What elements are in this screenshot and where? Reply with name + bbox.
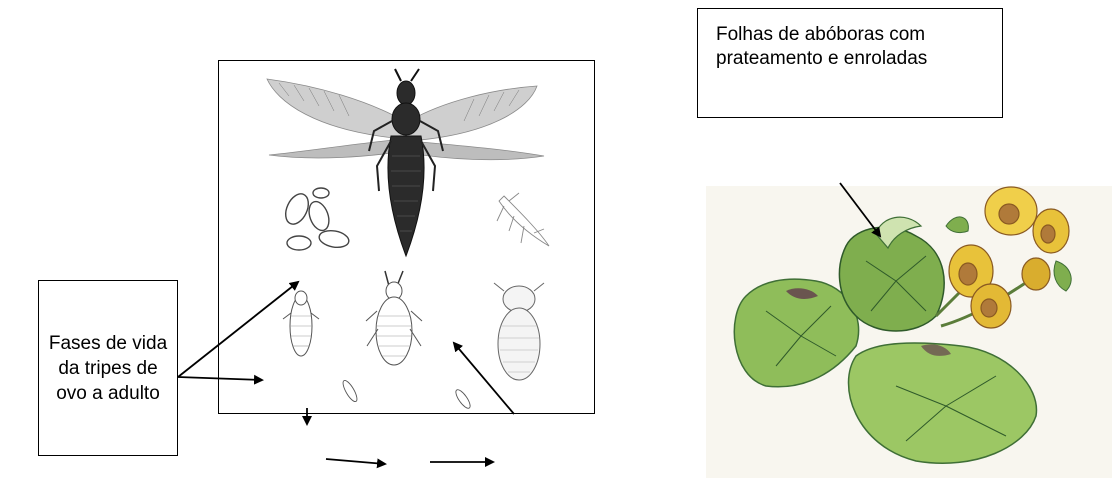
arrow-to-curled-leaf [840, 183, 880, 236]
arrow-to-larva [178, 377, 262, 380]
arrow-bottom-1 [326, 459, 385, 464]
arrow-to-eggs [178, 282, 298, 377]
arrow-to-larva-2 [454, 343, 514, 414]
